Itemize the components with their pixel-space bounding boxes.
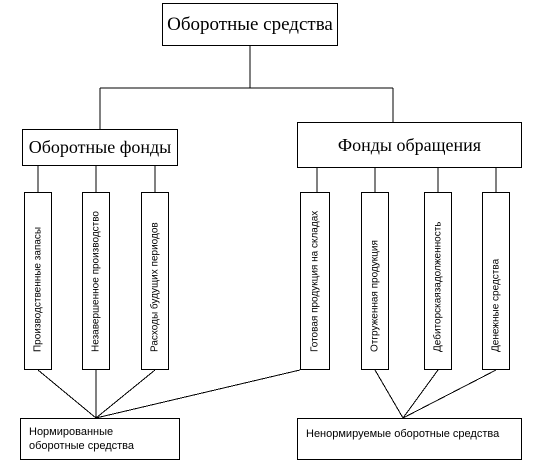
group-label-circulating-funds: Оборотные фонды	[28, 137, 172, 157]
item-label-production-stock: Производственные запасы	[32, 226, 44, 352]
summary-unnormed-label: Ненормируемые оборотные средства	[306, 428, 500, 440]
item-box-work-in-progress: Незавершенное производство	[82, 192, 110, 370]
item-box-production-stock: Производственные запасы	[24, 192, 52, 370]
summary-box-normed: Нормированные оборотные средства	[20, 418, 180, 460]
item-box-cash: Денежные средства	[482, 192, 510, 370]
summary-normed-line1: Нормированные	[29, 426, 114, 438]
item-box-shipped-goods: Отгруженная продукция	[361, 192, 389, 370]
item-box-receivables: Дебиторскаязадолженность	[424, 192, 452, 370]
root-label: Оборотные средства	[167, 13, 333, 35]
conv-5	[374, 369, 404, 419]
summary-box-unnormed: Ненормируемые оборотные средства	[297, 418, 522, 460]
item-label-work-in-progress: Незавершенное производство	[90, 211, 102, 352]
item-label-cash: Денежные средства	[490, 258, 502, 352]
item-box-deferred-expenses: Расходы будущих периодов	[141, 192, 169, 370]
item-label-deferred-expenses: Расходы будущих периодов	[149, 222, 161, 352]
group-box-circulation-funds: Фонды обращения	[297, 122, 522, 168]
item-box-finished-goods: Готовая продукция на складах	[300, 192, 330, 370]
conv-3	[95, 369, 156, 419]
item-label-shipped-goods: Отгруженная продукция	[369, 240, 381, 352]
group-label-circulation-funds: Фонды обращения	[337, 134, 482, 155]
conv-6	[402, 369, 439, 419]
conv-7	[402, 369, 497, 419]
conv-1	[37, 369, 97, 419]
summary-normed-line2: оборотные средства	[29, 440, 135, 452]
item-label-finished-goods: Готовая продукция на складах	[309, 210, 321, 352]
root-box: Оборотные средства	[162, 3, 338, 46]
item-label-receivables: Дебиторскаязадолженность	[432, 221, 444, 352]
conv-4	[95, 369, 301, 419]
group-box-circulating-funds: Оборотные фонды	[22, 129, 178, 166]
